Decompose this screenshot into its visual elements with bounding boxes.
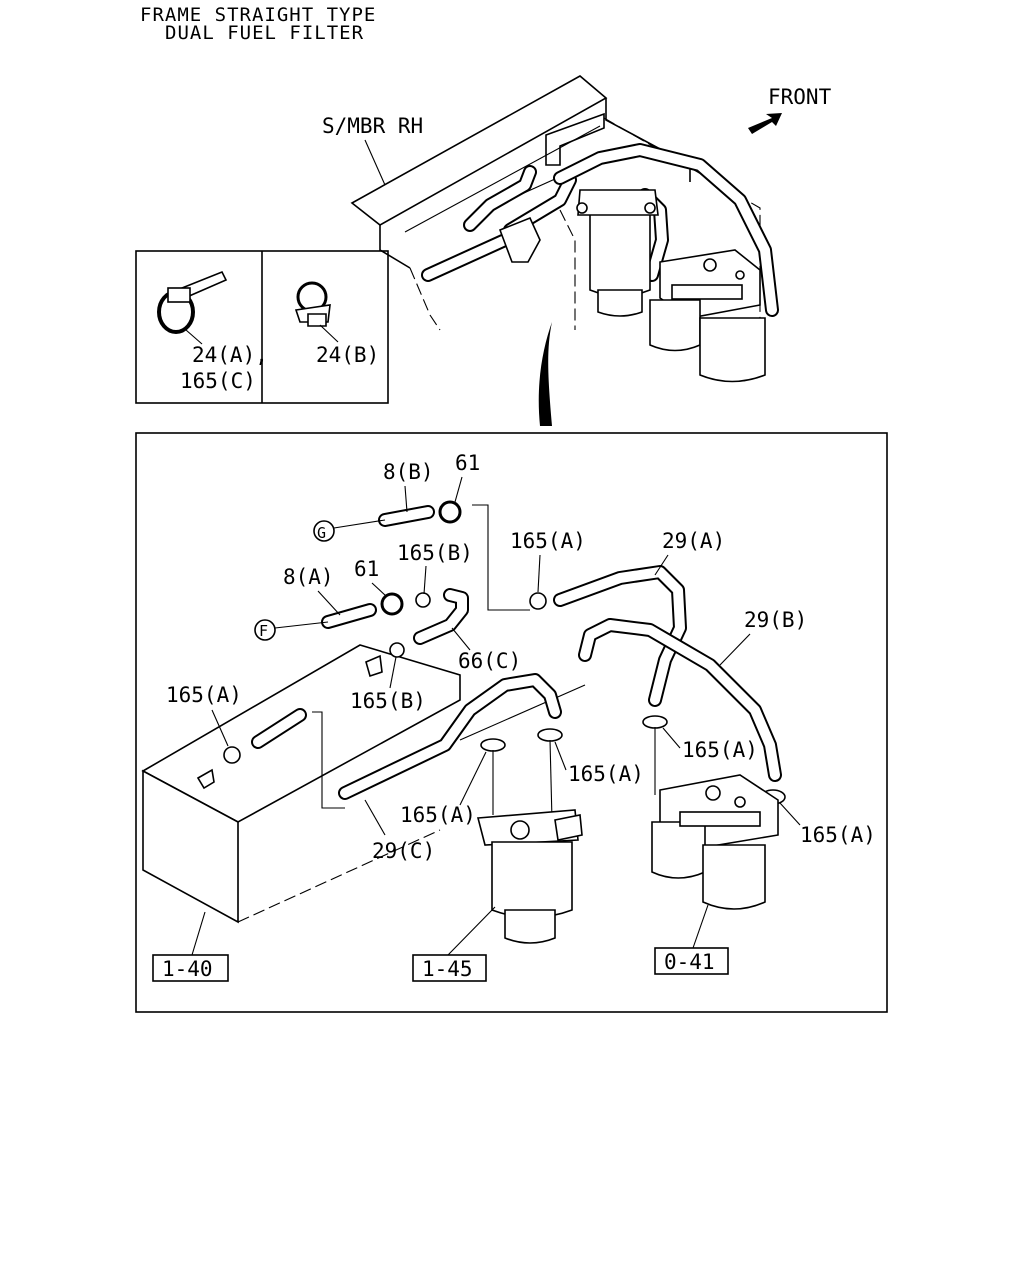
diagram-title-line2: DUAL FUEL FILTER <box>165 22 364 44</box>
band-clamp-icon <box>157 270 228 334</box>
detail-illustration: G F <box>141 500 786 944</box>
front-label: FRONT <box>768 85 832 109</box>
ref-label-primary-filter: 1-45 <box>422 957 473 981</box>
callout-165a-tank: 165(A) <box>166 683 242 707</box>
inset-label-165c: 165(C) <box>180 369 256 393</box>
callout-165a-right1: 165(A) <box>682 738 758 762</box>
ref-box-primary-filter[interactable] <box>412 954 487 982</box>
diagram-title-line1: FRAME STRAIGHT TYPE <box>140 4 376 26</box>
inset-label-24b: 24(B) <box>316 343 379 367</box>
callout-29b: 29(B) <box>744 608 807 632</box>
member-label: S/MBR RH <box>322 114 423 138</box>
primary-fuel-filter <box>476 809 583 944</box>
callout-165b-top: 165(B) <box>397 541 473 565</box>
callout-labels: 8(B) 61 165(B) 8(A) 61 165(A) 29(A) 29(B… <box>166 451 876 863</box>
connector-f-label: F <box>259 622 268 640</box>
reference-boxes: 1-40 1-45 0-41 <box>152 904 729 982</box>
detail-frame <box>135 432 888 1013</box>
callout-66c: 66(C) <box>458 649 521 673</box>
clamp-inset: 24(A), 165(C) 24(B) <box>135 250 389 404</box>
overview-illustration: FRONT S/MBR RH <box>322 75 832 383</box>
callout-8a: 8(A) <box>283 565 334 589</box>
clip-61-icon <box>380 500 462 616</box>
dual-fuel-filter <box>651 774 779 910</box>
callout-165a-mid: 165(A) <box>568 762 644 786</box>
ref-label-dual-filter: 0-41 <box>664 950 715 974</box>
member-leader <box>364 139 386 186</box>
detail-pointer-arrow <box>538 322 552 426</box>
ref-box-tank[interactable] <box>152 954 229 982</box>
callout-165a-filter: 165(A) <box>400 803 476 827</box>
callout-8b: 8(B) <box>383 460 434 484</box>
callout-165b-low: 165(B) <box>350 689 426 713</box>
callout-29c: 29(C) <box>372 839 435 863</box>
callout-61-top: 61 <box>455 451 480 475</box>
connector-g-label: G <box>317 524 326 542</box>
ref-label-tank: 1-40 <box>162 957 213 981</box>
callout-61-mid: 61 <box>354 557 379 581</box>
connector-f-icon <box>254 619 276 641</box>
callout-165a-top: 165(A) <box>510 529 586 553</box>
connector-g-icon <box>313 520 335 542</box>
inset-label-24a: 24(A), <box>192 343 268 367</box>
spring-clip-icon <box>294 281 331 327</box>
ref-box-dual-filter[interactable] <box>654 947 729 975</box>
callout-29a: 29(A) <box>662 529 725 553</box>
callout-165a-right2: 165(A) <box>800 823 876 847</box>
fuel-tank <box>141 644 461 924</box>
front-arrow-icon <box>748 113 782 134</box>
